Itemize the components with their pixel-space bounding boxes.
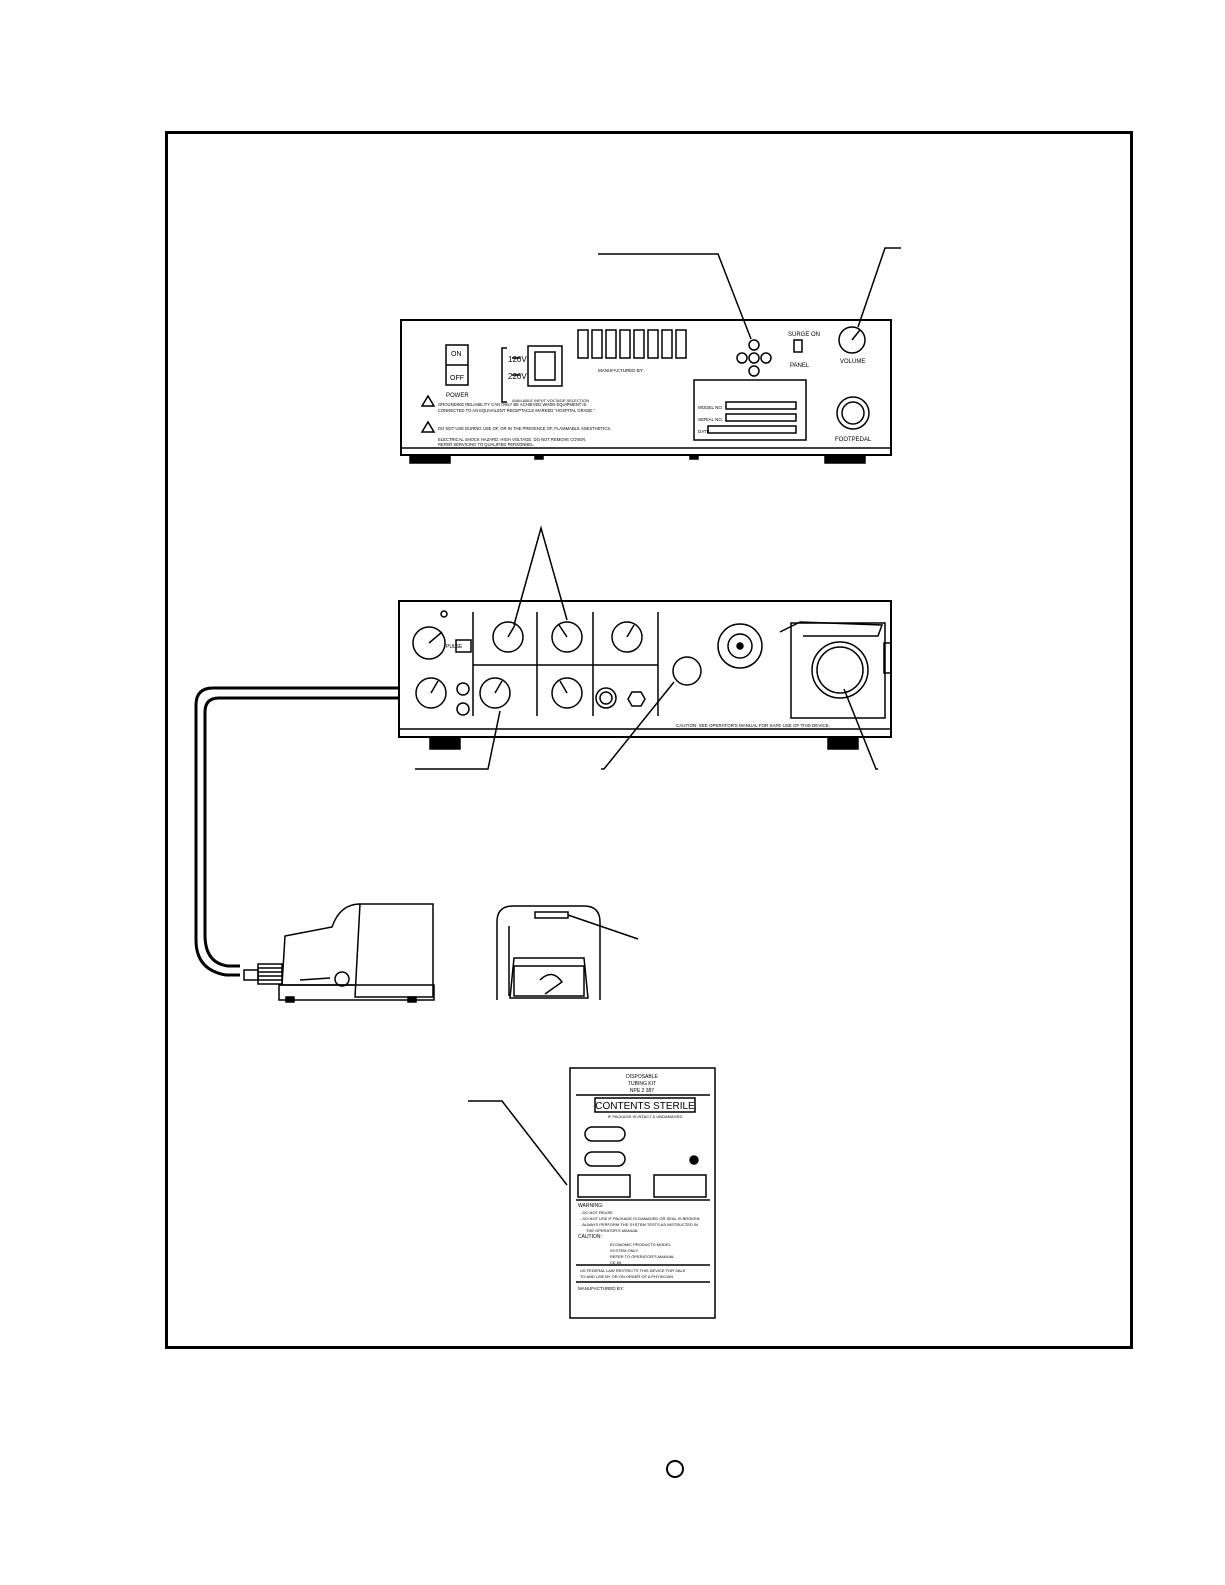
page-marker-circle	[666, 1460, 684, 1478]
round-button[interactable]	[672, 656, 702, 686]
label-caution-title: CAUTION:	[578, 1234, 602, 1240]
label-law2: TO AND USE BY OR ON ORDER OF A PHYSICIAN	[580, 1274, 673, 1279]
pump-head	[790, 622, 886, 719]
power-label: POWER	[446, 393, 469, 399]
label-line1: DISPOSABLE	[626, 1074, 658, 1080]
manufactured-by-text: MANUFACTURED BY:	[598, 368, 644, 373]
knob-6[interactable]	[551, 677, 583, 709]
callout-line-volume	[857, 247, 901, 328]
label-caution3: REFER TO OPERATOR'S MANUAL	[610, 1254, 675, 1259]
label-sterile: CONTENTS STERILE	[595, 1101, 695, 1112]
surge-on-text: SURGE ON	[788, 332, 820, 338]
callout-line-pump	[843, 688, 878, 770]
knob-5[interactable]	[479, 677, 511, 709]
knob-2[interactable]	[551, 621, 583, 653]
label-line2: TUBING KIT	[628, 1081, 656, 1087]
power-inlet	[527, 345, 563, 387]
label-caution4: CE 89	[610, 1260, 622, 1265]
label-line3: NPE 2 387	[630, 1088, 654, 1094]
knob-1[interactable]	[492, 621, 524, 653]
rear-panel	[400, 319, 892, 464]
knob-3[interactable]	[611, 621, 643, 653]
power-on-text: ON	[451, 351, 462, 358]
callout-line-knob5	[415, 710, 501, 770]
front-panel	[398, 600, 892, 750]
connector-port	[595, 687, 617, 709]
voltage-220: 220V	[508, 372, 527, 381]
label-caution1: ECONOMIC PRODUCTS MODEL	[610, 1242, 672, 1247]
callout-line-label	[468, 1100, 568, 1186]
label-manufacturer: MANUFACTURED BY:	[578, 1286, 624, 1291]
warning-1a: GROUNDING RELIABILITY CAN ONLY BE ACHIEV…	[438, 402, 587, 407]
warning-1b: CONNECTED TO AN EQUIVALENT RECEPTACLE MA…	[438, 408, 595, 413]
volume-knob[interactable]	[838, 326, 866, 354]
label-warn3: - ALWAYS PERFORM THE SYSTEM TESTS AS INS…	[580, 1222, 698, 1227]
label-warn2: - DO NOT USE IF PACKAGE IS DAMAGED OR SE…	[580, 1216, 700, 1221]
model-no-text: MODEL NO.	[698, 405, 723, 410]
callout-line-holes	[598, 253, 752, 340]
footpedal-connector	[836, 396, 870, 430]
label-sterile-sub: IF PACKAGE IS INTACT & UNDAMAGED	[608, 1114, 683, 1119]
voltage-120: 120V	[508, 355, 527, 364]
label-caution2: SYSTEM ONLY	[610, 1248, 638, 1253]
label-warn4: THE OPERATOR'S MANUAL	[586, 1228, 639, 1233]
callout-line-knobs	[513, 525, 568, 626]
label-law1: US FEDERAL LAW RESTRICTS THIS DEVICE FOR…	[580, 1268, 686, 1273]
vent-slots	[577, 329, 687, 359]
panel-text: PANEL	[790, 363, 810, 369]
voltage-selection-text: AVAILABLE INPUT VOLTAGE SELECTION	[512, 398, 589, 403]
warning-2: DO NOT USE DURING USE OF, OR IN THE PRES…	[438, 426, 611, 431]
knob-4[interactable]	[415, 677, 447, 709]
callout-line-pedal	[567, 914, 639, 940]
warning-3b: REFER SERVICING TO QUALIFIED PERSONNEL.	[438, 442, 535, 447]
figure-frame	[165, 131, 1133, 1349]
power-off-text: OFF	[450, 375, 464, 382]
date-text: DATE	[698, 429, 710, 434]
label-warning-title: WARNING:	[578, 1203, 603, 1209]
footpedal-text: FOOTPEDAL	[835, 437, 872, 443]
pulse-knob[interactable]	[412, 626, 446, 660]
serial-plate	[693, 379, 807, 441]
serial-no-text: SERIAL NO.	[698, 417, 723, 422]
footpedal-front	[496, 905, 601, 1000]
caution-text: CAUTION: SEE OPERATOR'S MANUAL FOR SAFE …	[676, 723, 830, 728]
tubing-kit-label	[569, 1067, 716, 1319]
surge-switch[interactable]	[793, 339, 803, 353]
footpedal-side	[243, 903, 435, 1003]
volume-text: VOLUME	[840, 359, 865, 365]
callout-line-button	[601, 681, 675, 770]
speaker-port	[717, 623, 763, 669]
mounting-holes	[736, 339, 772, 377]
hex-screw	[627, 691, 646, 707]
footpedal-cable	[194, 686, 399, 977]
pulse-text: PULSE	[446, 644, 463, 650]
warning-3a: ELECTRICAL SHOCK HAZARD. HIGH VOLTAGE. D…	[438, 437, 586, 442]
label-warn1: - DO NOT REUSE	[580, 1210, 613, 1215]
